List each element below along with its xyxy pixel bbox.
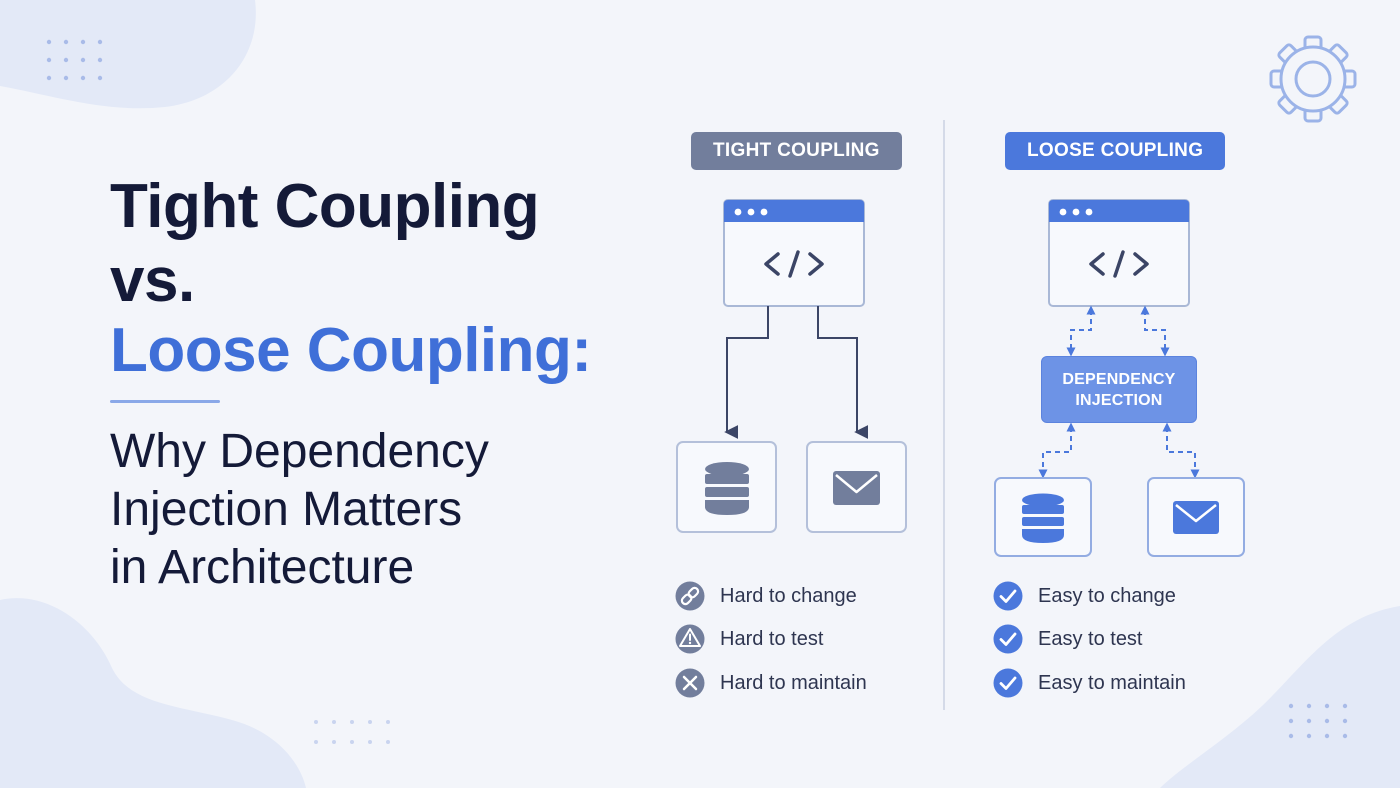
decor-dot — [1324, 718, 1330, 724]
decor-dot — [350, 740, 354, 744]
decor-dot — [46, 75, 52, 81]
subtitle-line-2: Injection Matters — [110, 483, 463, 536]
gear-icon — [1269, 35, 1357, 123]
di-label-line-2: INJECTION — [1075, 391, 1163, 409]
decor-dot — [1342, 703, 1348, 709]
decor-dot — [332, 720, 336, 724]
decor-dot — [314, 720, 318, 724]
dependency-injection-box: DEPENDENCY INJECTION — [1041, 356, 1197, 423]
bottom-right-blob — [1160, 606, 1400, 788]
loose-benefit-3: Easy to maintain — [1038, 672, 1186, 694]
decor-dot — [1306, 703, 1312, 709]
tight-arrow-to-mail — [817, 306, 869, 439]
subtitle-line-1: Why Dependency — [110, 425, 489, 478]
database-icon — [705, 462, 749, 515]
decor-dot — [332, 740, 336, 744]
tight-drawback-3: Hard to maintain — [720, 672, 867, 694]
decor-dot — [1342, 733, 1348, 739]
tight-app-window — [723, 199, 865, 307]
decor-dot — [386, 740, 390, 744]
dashed-arrow-di-to-mail — [1162, 422, 1200, 479]
tight-database-box — [676, 441, 777, 533]
decor-dot — [350, 720, 354, 724]
loose-benefit-1: Easy to change — [1038, 585, 1176, 607]
headline-loose-coupling: Loose Coupling: — [110, 316, 592, 385]
decor-dot — [314, 740, 318, 744]
loose-app-window — [1048, 199, 1190, 307]
tight-drawback-1: Hard to change — [720, 585, 857, 607]
dot-grid-top-left — [46, 39, 103, 81]
dashed-arrow-app-right — [1140, 305, 1170, 357]
decor-dot — [63, 39, 69, 45]
decor-dot — [368, 720, 372, 724]
loose-benefit-2: Easy to test — [1038, 628, 1143, 650]
tight-arrow-to-database — [724, 306, 769, 439]
subtitle-line-3: in Architecture — [110, 541, 415, 594]
decor-dot — [1306, 718, 1312, 724]
code-icon — [764, 250, 824, 278]
loose-dashed-arrows — [1038, 305, 1200, 479]
code-icon — [1089, 250, 1149, 278]
decor-dot — [97, 57, 103, 63]
decor-dot — [63, 57, 69, 63]
decor-dot — [1324, 703, 1330, 709]
decor-dot — [97, 39, 103, 45]
decor-dot — [1288, 718, 1294, 724]
tight-mail-box — [806, 441, 907, 533]
dashed-arrow-app-left — [1066, 305, 1096, 357]
headline-vs: vs. — [110, 246, 195, 315]
decor-dot — [386, 720, 390, 724]
loose-mail-box — [1147, 477, 1245, 557]
dashed-arrow-di-to-database — [1038, 422, 1076, 479]
x-icon — [675, 668, 705, 698]
decor-dot — [46, 57, 52, 63]
check-icon — [993, 624, 1023, 654]
tight-drawback-2: Hard to test — [720, 628, 824, 650]
decor-dot — [80, 57, 86, 63]
decor-dot — [1342, 718, 1348, 724]
loose-database-box — [994, 477, 1092, 557]
headline-tight-coupling: Tight Coupling — [110, 172, 540, 241]
dot-grid-bottom-right — [1288, 703, 1348, 739]
di-label-line-1: DEPENDENCY — [1062, 370, 1176, 388]
decor-dot — [1306, 733, 1312, 739]
mail-icon — [1173, 501, 1219, 534]
check-icon — [993, 668, 1023, 698]
decor-dot — [46, 39, 52, 45]
title-divider — [110, 400, 220, 403]
tight-coupling-label: TIGHT COUPLING — [691, 132, 902, 170]
decor-dot — [63, 75, 69, 81]
decor-dot — [368, 740, 372, 744]
warning-icon — [675, 624, 705, 654]
decor-dot — [80, 39, 86, 45]
decor-dot — [1324, 733, 1330, 739]
bottom-left-blob — [0, 598, 306, 788]
decor-dot — [1288, 703, 1294, 709]
mail-icon — [833, 471, 880, 505]
loose-coupling-label: LOOSE COUPLING — [1005, 132, 1226, 170]
decor-dot — [1288, 733, 1294, 739]
top-left-blob — [0, 0, 256, 109]
dot-grid-bottom-left — [314, 720, 390, 744]
database-icon — [1022, 493, 1064, 543]
link-icon — [675, 581, 705, 611]
decor-dot — [80, 75, 86, 81]
decor-dot — [97, 75, 103, 81]
tight-arrows — [724, 306, 869, 439]
check-icon — [993, 581, 1023, 611]
